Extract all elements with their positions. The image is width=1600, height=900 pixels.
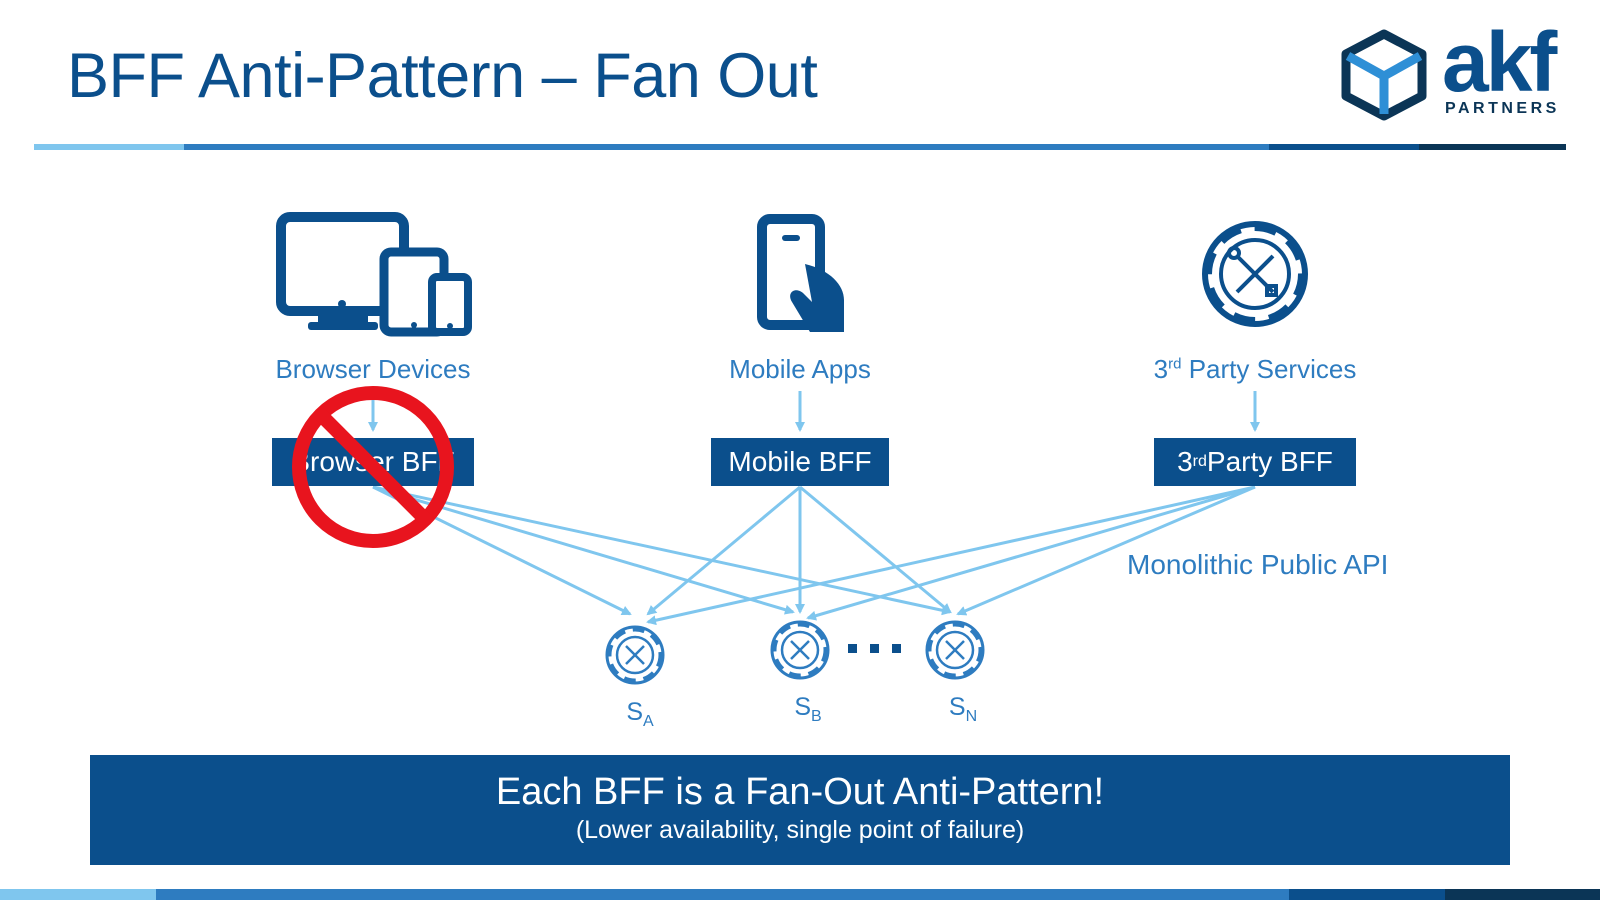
banner-title: Each BFF is a Fan-Out Anti-Pattern!	[495, 771, 1105, 813]
service-label-b: SB	[794, 693, 822, 725]
logo-subword: PARTNERS	[1445, 100, 1560, 117]
fanout-browser-sb	[372, 485, 795, 615]
gear-tools-icon	[1202, 221, 1308, 327]
fanout-thirdparty-sb	[806, 485, 1256, 621]
browser-bff-box: Browser BFF	[272, 438, 474, 486]
service-gear-n-icon	[925, 620, 985, 680]
client-label-thirdparty: 3rd Party Services	[1153, 354, 1357, 384]
service-gear-a-icon	[605, 625, 665, 685]
fanout-thirdparty-sa	[646, 485, 1256, 626]
client-label-browser: Browser Devices	[275, 354, 471, 384]
service-gear-b-icon	[770, 620, 830, 680]
fanout-thirdparty-sn	[956, 485, 1256, 616]
service-label-n: SN	[948, 693, 978, 725]
mobile-bff-box: Mobile BFF	[711, 438, 889, 486]
browser-devices-icon	[276, 212, 472, 337]
banner-subtitle: (Lower availability, single point of fai…	[575, 816, 1025, 844]
service-label-a: SA	[626, 698, 654, 730]
monolithic-api-label: Monolithic Public API	[1127, 549, 1389, 580]
header-rule	[34, 144, 1566, 150]
fanout-mobile-sn	[799, 485, 952, 614]
fanout-browser-sn	[372, 485, 952, 616]
mobile-phone-icon	[757, 214, 844, 332]
conclusion-banner: Each BFF is a Fan-Out Anti-Pattern! (Low…	[90, 755, 1510, 865]
service-ellipsis	[848, 644, 901, 653]
logo-wordmark: akf	[1442, 15, 1557, 109]
fanout-mobile-sa	[646, 485, 801, 616]
client-label-mobile: Mobile Apps	[729, 354, 871, 384]
page-title: BFF Anti-Pattern – Fan Out	[67, 41, 818, 111]
footer-rule	[0, 889, 1600, 900]
